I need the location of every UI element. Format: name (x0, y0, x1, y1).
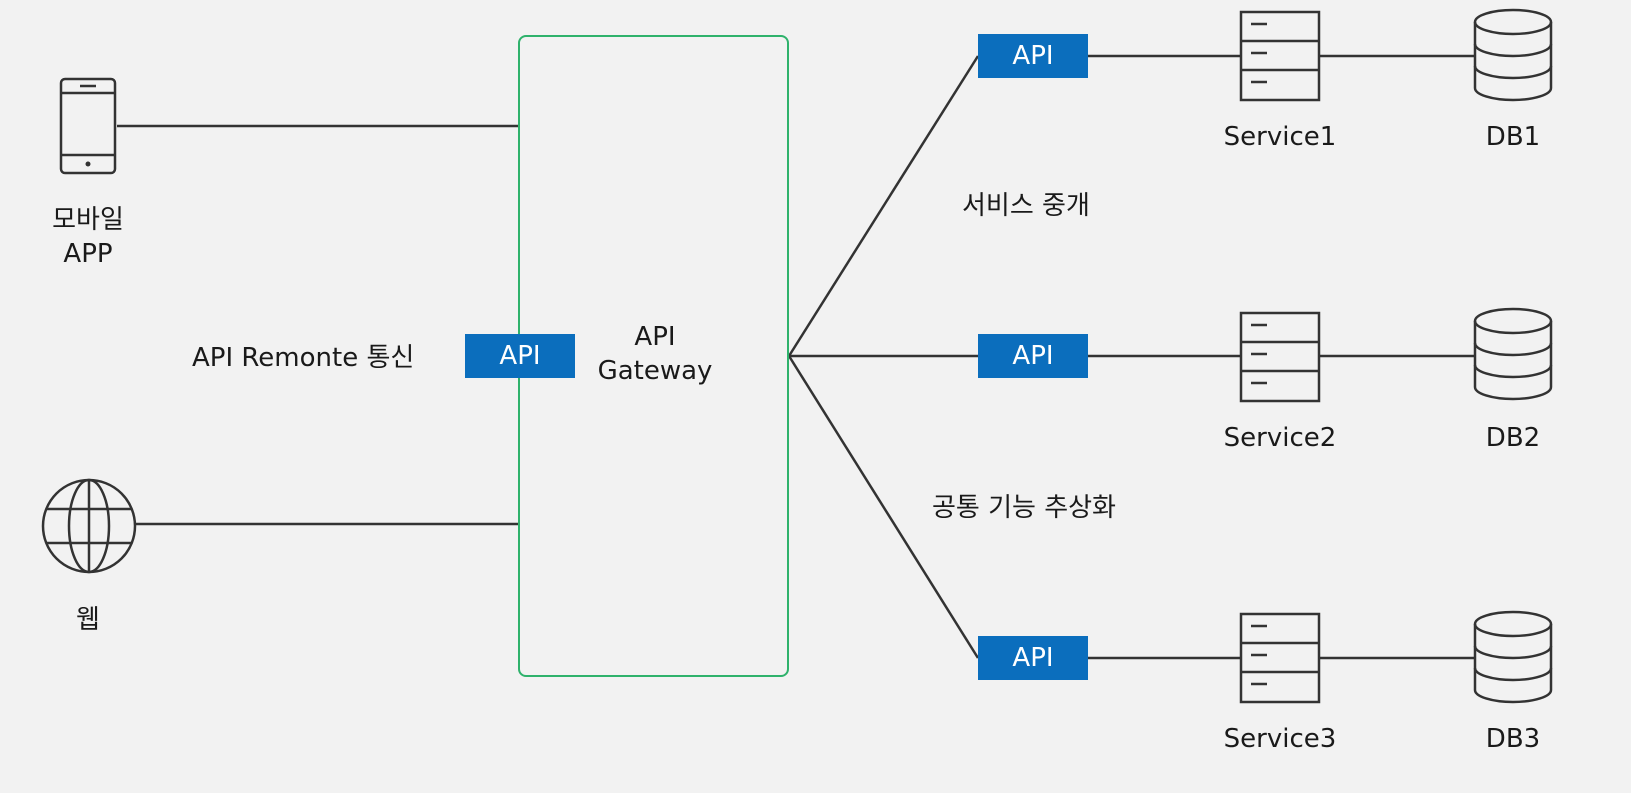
database-icon (1473, 8, 1553, 102)
db3-label: DB3 (1485, 724, 1541, 754)
mobile-label-line2: APP (63, 239, 113, 269)
mobile-app-label: 모바일 APP (38, 203, 138, 271)
api-remote-label: API Remonte 통신 (192, 343, 415, 373)
service-relay-label: 서비스 중개 (962, 191, 1090, 221)
gateway-to-api1-line (787, 55, 980, 357)
service3-label: Service3 (1223, 724, 1337, 754)
mobile-label-line1: 모바일 (52, 205, 124, 235)
web-label: 웹 (76, 605, 100, 635)
service1-api-badge: API (978, 34, 1088, 78)
server-icon (1239, 612, 1321, 704)
service1-label: Service1 (1223, 122, 1337, 152)
gateway-label: API Gateway (575, 320, 735, 388)
gateway-to-api3-line (787, 355, 980, 659)
mobile-phone-icon (59, 77, 117, 175)
db1-label: DB1 (1485, 122, 1541, 152)
service2-label: Service2 (1223, 423, 1337, 453)
globe-icon (41, 478, 137, 574)
gateway-label-line2: Gateway (597, 356, 713, 386)
database-icon (1473, 610, 1553, 704)
server-icon (1239, 311, 1321, 403)
db2-label: DB2 (1485, 423, 1541, 453)
service3-api-badge: API (978, 636, 1088, 680)
gateway-api-badge: API (465, 334, 575, 378)
common-abstraction-label: 공통 기능 추상화 (932, 493, 1116, 523)
gateway-label-line1: API (634, 322, 676, 352)
server-icon (1239, 10, 1321, 102)
database-icon (1473, 307, 1553, 401)
service2-api-badge: API (978, 334, 1088, 378)
